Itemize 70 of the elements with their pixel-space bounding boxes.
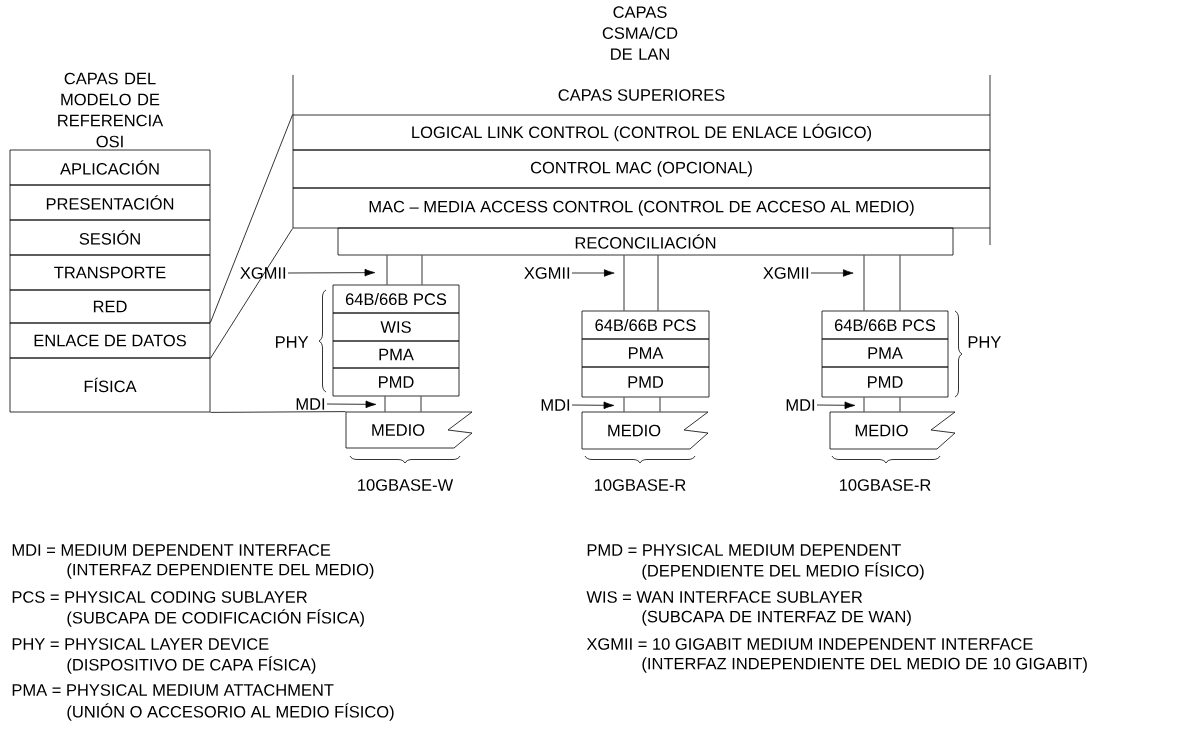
interface-label: MDI (296, 398, 325, 410)
connector-line (420, 396, 422, 412)
heading: CAPAS DEL MODELO DE REFERENCIA OSI (58, 72, 164, 148)
connector-line (659, 397, 661, 412)
arrow (810, 269, 854, 277)
definition-text: (SUBCAPA DE INTERFAZ DE WAN) (642, 610, 911, 626)
brace-label: PHY (276, 336, 309, 348)
connector-line (623, 397, 625, 412)
sublayer-box: PMA (581, 338, 710, 368)
connector-line (210, 114, 293, 323)
osi-layer-box: ENLACE DE DATOS (9, 322, 211, 359)
definition-text: (UNIÓN O ACCESORIO AL MEDIO FÍSICO) (67, 703, 394, 721)
sublayer-box: PMD (821, 366, 949, 398)
brace-label: PHY (968, 336, 1001, 348)
definition-text: (SUBCAPA DE CODIFICACIÓN FÍSICA) (67, 609, 364, 627)
osi-layer-box: RED (9, 289, 211, 324)
interface-label: XGMII (763, 267, 809, 279)
sublayer-box: WIS (332, 312, 460, 342)
layer-band: CAPAS SUPERIORES (292, 74, 991, 116)
arrow (816, 401, 856, 410)
connector-line (384, 396, 386, 412)
connector-line (899, 255, 901, 311)
layer-box: MAC – MEDIA ACCESS CONTROL (CONTROL DE ACCESO AL MEDIO) (292, 187, 991, 229)
arrow (571, 401, 615, 410)
arrow (571, 269, 615, 277)
osi-layer-box: SESIÓN (9, 219, 211, 256)
sublayer-box: PMA (821, 338, 949, 368)
connector-line (386, 255, 388, 285)
connector-line (657, 255, 659, 311)
variant-label: 10GBASE-R (839, 479, 931, 491)
layer-box: CONTROL MAC (OPCIONAL) (292, 149, 991, 189)
definition-text: MDI = MEDIUM DEPENDENT INTERFACE (12, 544, 331, 556)
definition-text: (DISPOSITIVO DE CAPA FÍSICA) (67, 656, 316, 674)
connector-line (421, 255, 423, 285)
interface-label: MDI (541, 399, 570, 411)
definition-text: XGMII = 10 GIGABIT MEDIUM INDEPENDENT INTERFACE (586, 638, 1033, 650)
definition-text: WIS = WAN INTERFACE SUBLAYER (586, 591, 863, 603)
osi-layer-box: TRANSPORTE (9, 254, 211, 291)
connector-line (210, 411, 346, 413)
definition-text: PHY = PHYSICAL LAYER DEVICE (12, 638, 269, 650)
definition-text: (DEPENDIENTE DEL MEDIO FÍSICO) (642, 562, 924, 580)
interface-label: MDI (786, 399, 815, 411)
definition-text: (INTERFAZ INDEPENDIENTE DEL MEDIO DE 10 GIGABIT) (642, 657, 1087, 673)
sublayer-box: PMA (332, 340, 460, 369)
connector-line (863, 397, 865, 412)
definition-text: PMA = PHYSICAL MEDIUM ATTACHMENT (12, 684, 334, 696)
variant-label: 10GBASE-W (358, 479, 454, 491)
sublayer-box: 64B/66B PCS (332, 284, 460, 314)
arrow (326, 400, 377, 409)
connector-line (210, 228, 293, 359)
layer-box: RECONCILIACIÓN (337, 227, 954, 256)
connector-line (899, 397, 901, 412)
connector-line (623, 255, 625, 311)
sublayer-box: 64B/66B PCS (581, 310, 710, 340)
definition-text: PMD = PHYSICAL MEDIUM DEPENDENT (587, 544, 901, 556)
sublayer-box: PMD (581, 366, 710, 398)
osi-layer-box: PRESENTACIÓN (9, 184, 211, 221)
osi-layer-box: FÍSICA (9, 357, 211, 413)
connector-line (863, 255, 865, 311)
osi-layer-box: APLICACIÓN (9, 149, 211, 186)
definition-text: PCS = PHYSICAL CODING SUBLAYER (12, 591, 307, 603)
arrow (287, 268, 376, 277)
heading: CAPAS CSMA/CD DE LAN (602, 6, 678, 60)
definition-text: (INTERFAZ DEPENDIENTE DEL MEDIO) (67, 563, 374, 579)
layer-box: LOGICAL LINK CONTROL (CONTROL DE ENLACE LÓGICO) (292, 114, 991, 151)
interface-label: XGMII (240, 267, 286, 279)
sublayer-box: PMD (332, 367, 460, 397)
variant-label: 10GBASE-R (594, 479, 686, 491)
sublayer-box: 64B/66B PCS (821, 310, 949, 340)
interface-label: XGMII (524, 267, 570, 279)
